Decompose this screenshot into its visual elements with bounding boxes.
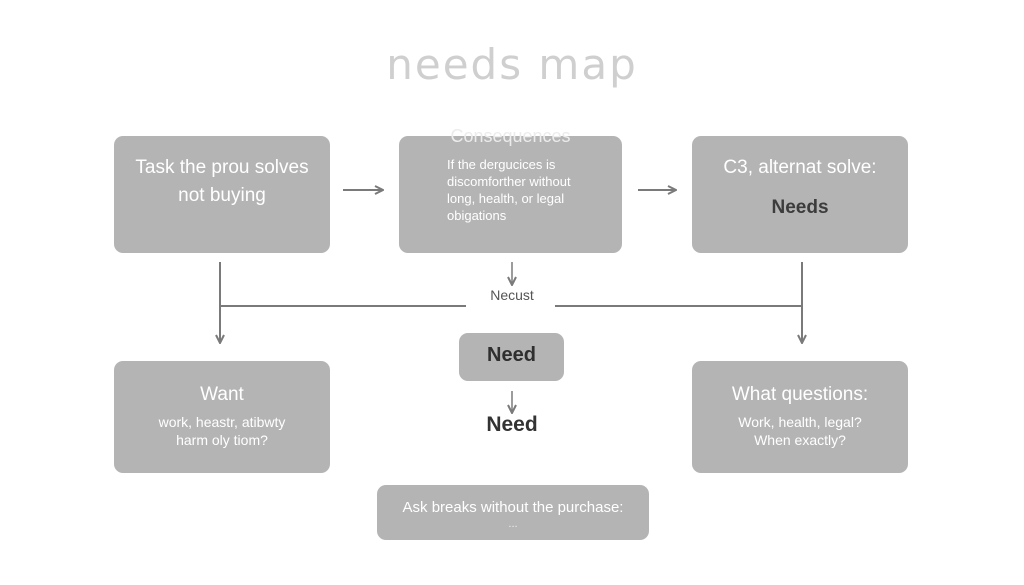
ask-text: Ask breaks without the purchase: [402,499,624,516]
consequences-line-1: If the dergucices is [447,157,556,172]
consequences-text: If the dergucices is discomforther witho… [447,156,617,224]
ask-sub: ... [508,518,518,530]
ask-box: Ask breaks without the purchase: ... [377,485,649,540]
want-box: Want work, heastr, atibwty harm oly tiom… [114,361,330,473]
questions-line-2: When exactly? [754,432,846,448]
want-title: Want [200,384,244,405]
alternative-box: C3, alternat solve: Needs [692,136,908,253]
questions-line-1: Work, health, legal? [738,414,862,430]
consequences-line-3: long, health, or legal [447,191,565,206]
questions-box: What questions: Work, health, legal? Whe… [692,361,908,473]
consequences-line-4: obigations [447,208,507,223]
task-box: Task the prou solves not buying [114,136,330,253]
task-line-2: not buying [178,185,266,206]
need-box: Need [459,333,564,381]
alternative-line-1: C3, alternat solve: [723,157,877,178]
questions-title: What questions: [731,384,869,405]
want-line-1: work, heastr, atibwty [158,414,286,430]
task-line-1: Task the prou solves [135,157,309,178]
consequences-box: Consequences If the dergucices is discom… [399,126,622,253]
consequences-line-2: discomforther without [447,174,571,189]
need-bottom-label: Need [486,413,538,436]
alternative-line-2: Needs [771,197,829,218]
diagram-title: needs map [386,40,638,89]
necust-label: Necust [490,287,534,303]
need-box-label: Need [487,344,536,366]
want-line-2: harm oly tiom? [176,432,268,448]
consequences-heading: Consequences [450,126,571,146]
